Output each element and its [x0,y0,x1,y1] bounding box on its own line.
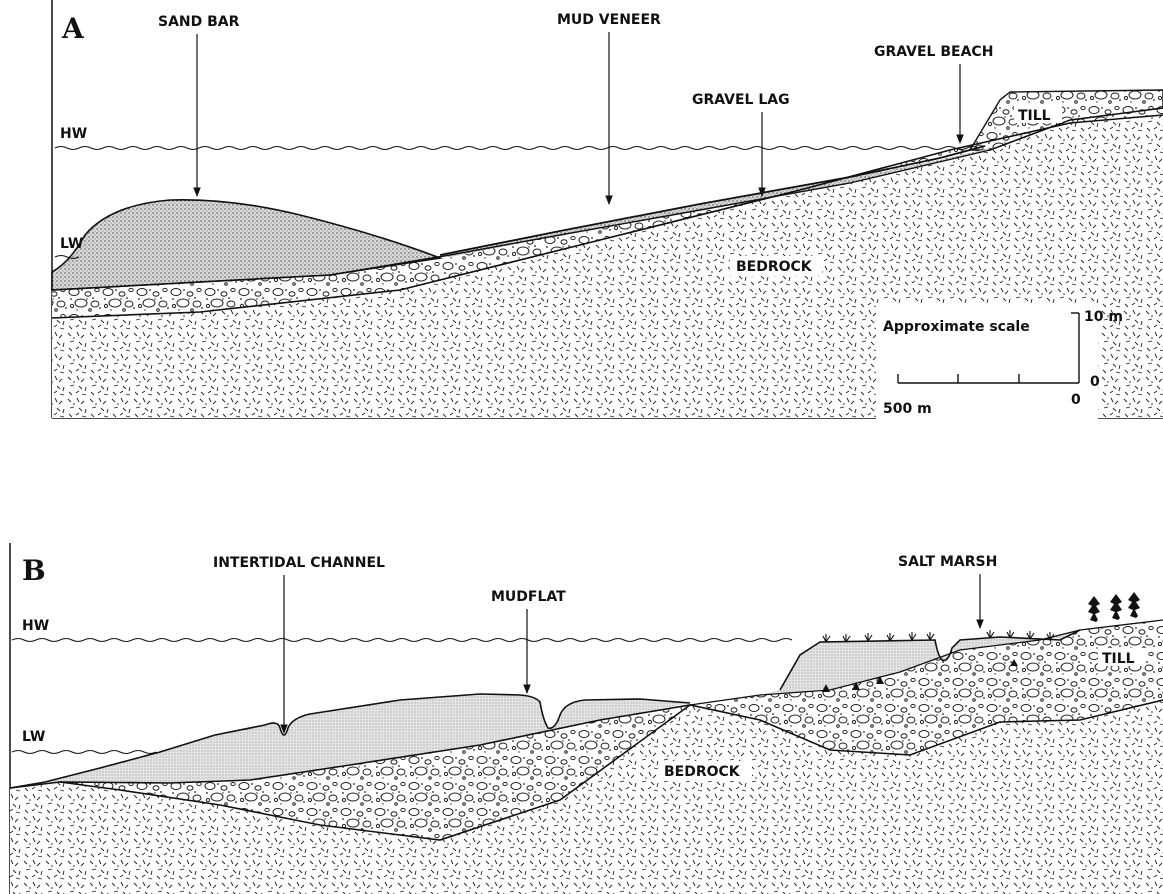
panel-a-letter: A [61,12,85,45]
till-label-b: TILL [1102,651,1135,667]
mud-veneer-label: MUD VENEER [557,12,661,28]
lw-label-a: LW [60,236,83,252]
trees [1088,592,1140,622]
vertical-scale-max: 10 m [1084,309,1123,325]
bedrock-label-b: BEDROCK [664,764,741,780]
lw-label-b: LW [22,729,45,745]
gravel-lag-label: GRAVEL LAG [692,92,790,108]
hw-label-b: HW [22,618,49,634]
hw-label-a: HW [60,126,87,142]
mudflat-label: MUDFLAT [491,589,566,605]
gravel-beach-label: GRAVEL BEACH [874,44,993,60]
high-water-line-b [12,639,792,642]
panel-a: A HW LW SAND BAR MUD VENEER GRAVEL BEACH… [52,0,1163,421]
horizontal-scale-max: 500 m [883,401,932,417]
intertidal-channel-label: INTERTIDAL CHANNEL [213,555,385,571]
till-label-a: TILL [1018,108,1051,124]
panel-b: B HW LW INTERTIDAL CHANNEL MUDFLAT SALT … [10,543,1163,894]
panel-b-letter: B [22,554,46,587]
salt-marsh-label: SALT MARSH [898,554,997,570]
scale-title: Approximate scale [883,319,1030,335]
approximate-scale: Approximate scale 10 m 0 500 m 0 [876,303,1123,421]
high-water-line-a [55,147,979,150]
sand-bar-label: SAND BAR [158,14,240,30]
bedrock-label-a: BEDROCK [736,259,813,275]
low-water-line-b [12,751,156,754]
horizontal-scale-zero: 0 [1071,392,1081,408]
vertical-scale-zero: 0 [1090,374,1100,390]
